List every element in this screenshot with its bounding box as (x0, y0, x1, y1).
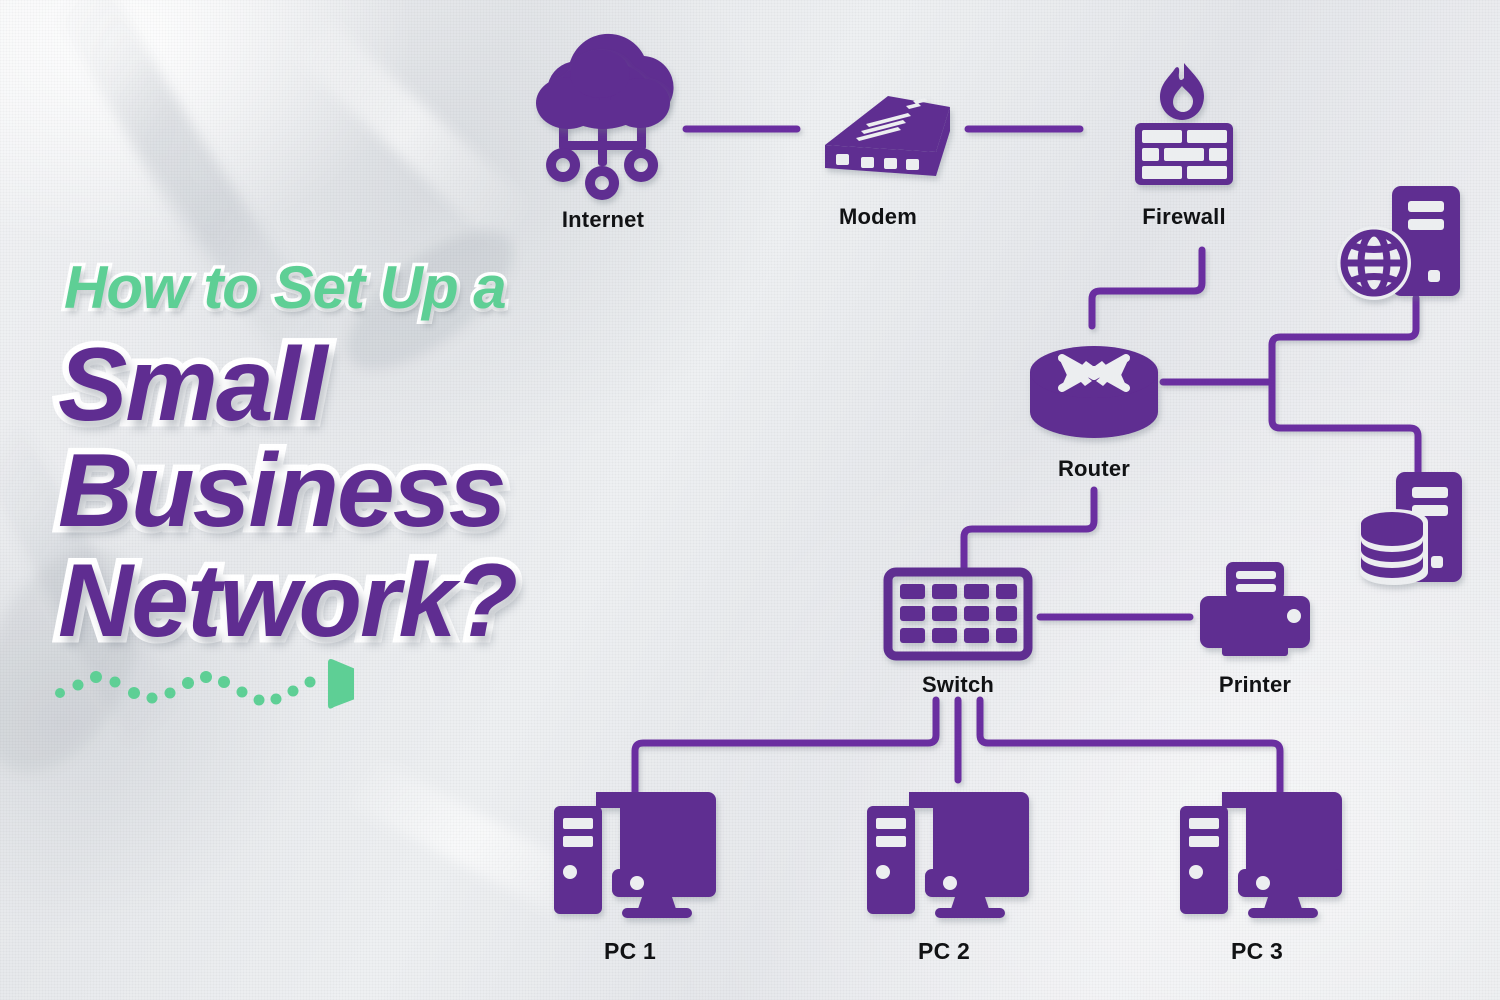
database-server-icon (1360, 472, 1462, 585)
modem-icon (825, 96, 950, 176)
link-router-webserver (1268, 294, 1420, 349)
link-firewall-router (1088, 246, 1206, 330)
node-label-router: Router (1034, 452, 1154, 482)
link-router-switch (960, 486, 1098, 573)
network-switch-icon (883, 567, 1033, 661)
node-label-internet: Internet (543, 203, 663, 233)
node-label-switch: Switch (898, 668, 1018, 698)
desktop-pc-icon (867, 792, 1029, 918)
label-firewall: Firewall (1142, 204, 1226, 229)
green-dot-trail (55, 659, 354, 709)
node-label-printer: Printer (1195, 668, 1315, 698)
cloud-internet-body (536, 50, 670, 129)
green-play-arrow (328, 659, 354, 709)
node-label-pc2: PC 2 (888, 934, 1000, 965)
node-label-firewall: Firewall (1124, 200, 1244, 230)
label-router: Router (1057, 456, 1131, 481)
node-label-pc1: PC 1 (574, 934, 686, 965)
page-title: How to Set Up a Small Business Network? (52, 254, 698, 661)
link-switch-pc3 (976, 696, 1284, 796)
link-router-dbserver (1268, 416, 1422, 476)
title-line-1: How to Set Up a (61, 254, 511, 321)
desktop-pc-icon (1180, 792, 1342, 918)
label-printer: Printer (1218, 672, 1292, 697)
label-pc2: PC 2 (918, 938, 970, 964)
title-line-3: Network? (52, 542, 525, 661)
link-switch-pc1 (631, 696, 940, 796)
node-label-modem: Modem (818, 200, 938, 230)
label-modem: Modem (839, 204, 917, 229)
label-internet: Internet (561, 207, 645, 232)
label-pc1: PC 1 (604, 938, 656, 964)
label-switch: Switch (921, 672, 995, 697)
node-label-pc3: PC 3 (1201, 934, 1313, 965)
label-pc3: PC 3 (1231, 938, 1283, 964)
web-server-globe-icon (1337, 186, 1460, 300)
printer-icon (1200, 562, 1310, 656)
title-line-2: Small Business (52, 325, 513, 550)
desktop-pc-icon (554, 792, 716, 918)
router-cylinder-icon (1030, 346, 1158, 438)
firewall-brick-flame-icon (1135, 63, 1233, 185)
